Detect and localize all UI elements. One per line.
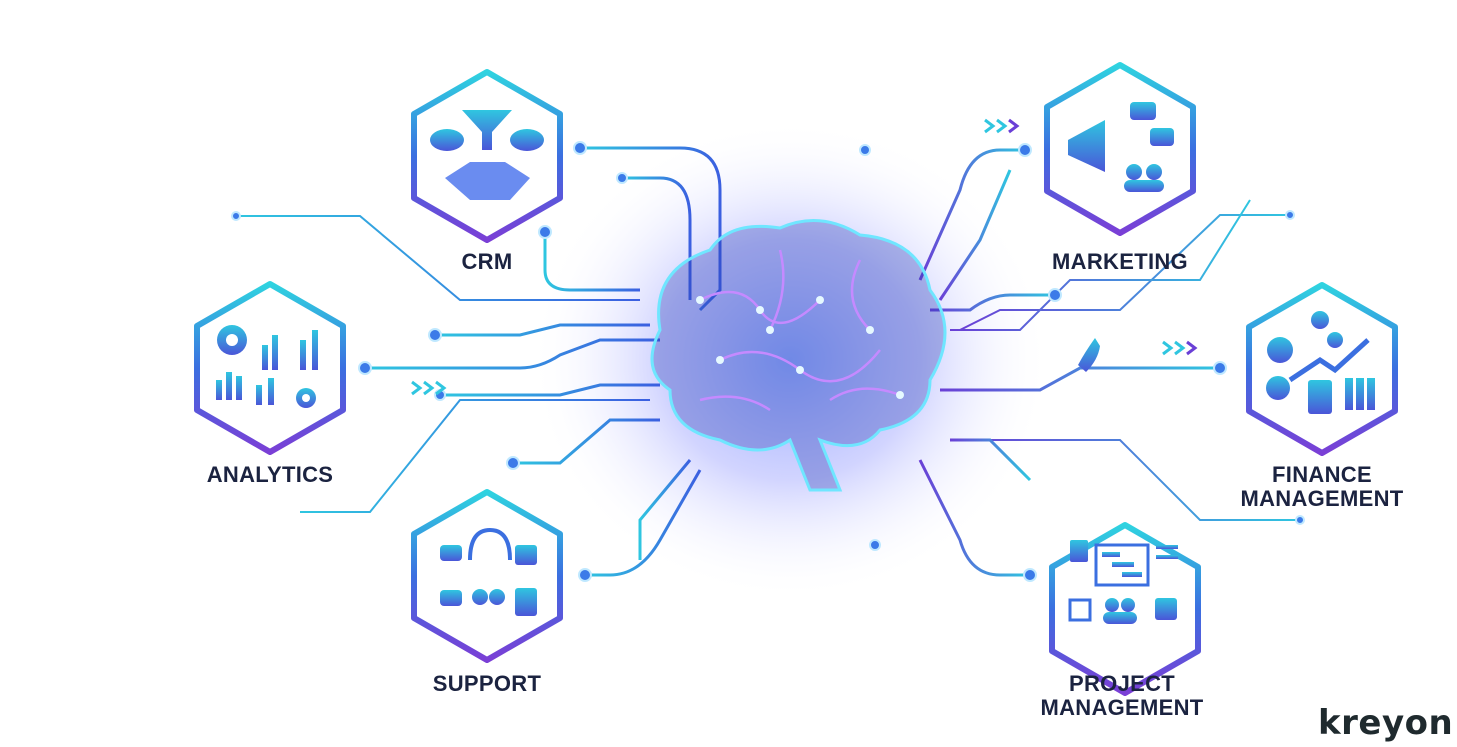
hex-finance [1246, 282, 1398, 456]
label-finance-line2: MANAGEMENT [1240, 486, 1404, 511]
circuit-lines-left [236, 146, 867, 577]
kreyon-logo: kreyon [1318, 703, 1454, 743]
brain-glow [530, 120, 1050, 600]
hex-analytics [194, 281, 346, 455]
rocket-icon [1078, 338, 1100, 372]
chevron-arrows [411, 118, 1198, 396]
label-project: PROJECT MANAGEMENT [1040, 672, 1203, 720]
circuit-nodes [231, 141, 1305, 582]
charts-gear-icon [216, 325, 318, 408]
headset-chat-icon [440, 527, 537, 616]
label-finance: FINANCE MANAGEMENT [1240, 463, 1403, 511]
hex-marketing [1044, 62, 1196, 236]
label-marketing: MARKETING [1052, 249, 1188, 274]
funnel-handshake-cloud-icon [430, 110, 544, 200]
hex-project [1049, 522, 1201, 696]
label-analytics: ANALYTICS [206, 462, 334, 487]
label-project-line1: PROJECT [1068, 671, 1176, 696]
hex-support [411, 489, 563, 663]
label-project-line2: MANAGEMENT [1040, 695, 1204, 720]
gantt-team-calendar-icon [1068, 540, 1178, 624]
hex-crm [411, 69, 563, 243]
circuit-brain-icon [650, 218, 947, 492]
circuit-lines-right [873, 148, 1300, 577]
megaphone-chat-icon [1068, 102, 1174, 192]
label-crm: CRM [461, 249, 513, 274]
coins-growth-calculator-icon [1266, 311, 1375, 414]
label-support: SUPPORT [432, 671, 542, 696]
label-finance-line1: FINANCE [1272, 462, 1372, 487]
